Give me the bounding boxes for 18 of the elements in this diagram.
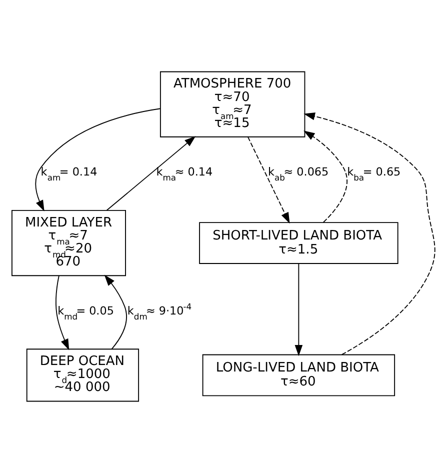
arrow xyxy=(56,275,70,350)
edge-label: k$_{dm}$≈ 9·10$^{-4}$ xyxy=(127,301,192,322)
node-box: ATMOSPHERE 700 τ≈70 τ$_{am}$≈7 τ≈15 xyxy=(160,71,306,138)
arrow xyxy=(247,136,290,224)
arrow xyxy=(294,263,303,356)
edge-label: k$_{ab}$≈ 0.065 xyxy=(268,166,329,183)
node-box: SHORT-LIVED LAND BIOTA τ≈1.5 xyxy=(199,222,398,264)
arrow xyxy=(106,136,196,211)
edge-label: k$_{ma}$≈ 0.14 xyxy=(156,166,213,183)
edge-label: k$_{ba}$= 0.65 xyxy=(347,166,401,183)
arrow xyxy=(35,108,161,212)
node-box: LONG-LIVED LAND BIOTA τ≈60 xyxy=(202,354,396,396)
edge-label: k$_{md}$= 0.05 xyxy=(58,304,114,322)
edge-label: k$_{am}$= 0.14 xyxy=(40,166,98,183)
arrow xyxy=(304,112,436,356)
arrow xyxy=(104,274,127,350)
node-box: DEEP OCEAN τ$_{d}$≈1000 ~40 000 xyxy=(26,348,140,402)
arrow xyxy=(304,130,348,223)
